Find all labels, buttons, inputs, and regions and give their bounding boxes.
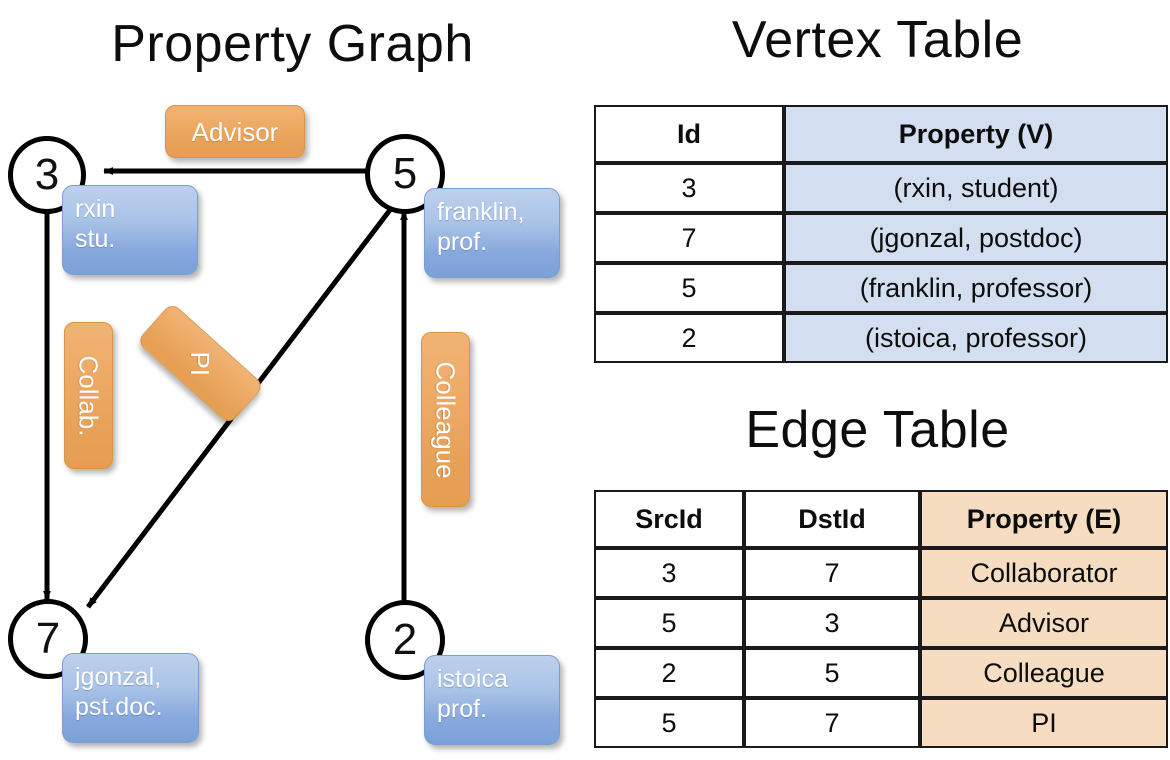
vertex-table-header-id: Id [594, 105, 784, 163]
vertex-node-2-label: 2 [392, 615, 418, 664]
edge-table: SrcId DstId Property (E) 3 7 Collaborato… [594, 490, 1168, 748]
page-title-vertex-table: Vertex Table [731, 11, 1024, 69]
edge-table-cell-srcid: 5 [594, 698, 744, 748]
vertex-property-7-line1: jgonzal, [75, 663, 162, 691]
edge-table-cell-property: Colleague [920, 648, 1168, 698]
edge-table-cell-srcid: 3 [594, 548, 744, 598]
vertex-property-3-line1: rxin [75, 195, 116, 223]
vertex-table-header-property: Property (V) [784, 105, 1168, 163]
edge-table-cell-srcid: 2 [594, 648, 744, 698]
vertex-node-2[interactable]: 2 [365, 600, 445, 680]
vertex-property-5-line1: franklin, [437, 198, 525, 226]
edge-table-header-dstid: DstId [744, 490, 920, 548]
edge-table-cell-dstid: 5 [744, 648, 920, 698]
vertex-property-7-line2: pst.doc. [75, 692, 163, 721]
page-title-edge-table: Edge Table [745, 401, 1010, 459]
edge-label-pi-text: PI [185, 351, 216, 376]
vertex-table-cell-property: (istoica, professor) [784, 313, 1168, 363]
vertex-property-2-line1: istoica [437, 665, 508, 693]
vertex-property-box-2[interactable]: istoica prof. [424, 655, 560, 745]
vertex-node-3-label: 3 [34, 150, 60, 199]
edge-table-header-row: SrcId DstId Property (E) [594, 490, 1168, 548]
vertex-node-5-label: 5 [392, 149, 418, 198]
edge-table-cell-dstid: 7 [744, 548, 920, 598]
vertex-table: Id Property (V) 3 (rxin, student) 7 (jgo… [594, 105, 1168, 363]
vertex-table-cell-id: 3 [594, 163, 784, 213]
vertex-node-7-label: 7 [35, 614, 61, 663]
edge-table-cell-property: PI [920, 698, 1168, 748]
vertex-table-cell-id: 7 [594, 213, 784, 263]
table-row[interactable]: 7 (jgonzal, postdoc) [594, 213, 1168, 263]
edge-label-advisor[interactable]: Advisor [165, 105, 305, 158]
vertex-property-2-line2: prof. [437, 694, 488, 723]
vertex-node-5[interactable]: 5 [365, 134, 445, 214]
table-row[interactable]: 2 5 Colleague [594, 648, 1168, 698]
vertex-table-header-row: Id Property (V) [594, 105, 1168, 163]
edge-label-colleague[interactable]: Colleague [421, 332, 470, 507]
edge-label-collab-text: Collab. [73, 355, 104, 436]
vertex-table-cell-property: (jgonzal, postdoc) [784, 213, 1168, 263]
vertex-property-box-7[interactable]: jgonzal, pst.doc. [62, 653, 199, 743]
edge-table-header-srcid: SrcId [594, 490, 744, 548]
edge-table-cell-property: Collaborator [920, 548, 1168, 598]
edge-table-cell-property: Advisor [920, 598, 1168, 648]
page-title-property-graph: Property Graph [111, 15, 474, 73]
vertex-table-cell-property: (rxin, student) [784, 163, 1168, 213]
vertex-property-box-3[interactable]: rxin stu. [62, 185, 198, 275]
table-row[interactable]: 3 (rxin, student) [594, 163, 1168, 213]
table-row[interactable]: 3 7 Collaborator [594, 548, 1168, 598]
edge-table-cell-srcid: 5 [594, 598, 744, 648]
table-row[interactable]: 5 7 PI [594, 698, 1168, 748]
vertex-property-box-5[interactable]: franklin, prof. [424, 188, 560, 278]
table-row[interactable]: 2 (istoica, professor) [594, 313, 1168, 363]
vertex-property-3-line2: stu. [75, 224, 116, 253]
edge-label-colleague-text: Colleague [430, 360, 461, 479]
edge-table-header-property: Property (E) [920, 490, 1168, 548]
vertex-table-cell-id: 2 [594, 313, 784, 363]
vertex-property-5-line2: prof. [437, 227, 488, 256]
vertex-table-cell-property: (franklin, professor) [784, 263, 1168, 313]
table-row[interactable]: 5 (franklin, professor) [594, 263, 1168, 313]
edge-table-cell-dstid: 7 [744, 698, 920, 748]
edge-label-collab[interactable]: Collab. [64, 322, 113, 469]
edge-table-cell-dstid: 3 [744, 598, 920, 648]
edge-label-advisor-text: Advisor [191, 116, 279, 147]
vertex-table-cell-id: 5 [594, 263, 784, 313]
table-row[interactable]: 5 3 Advisor [594, 598, 1168, 648]
